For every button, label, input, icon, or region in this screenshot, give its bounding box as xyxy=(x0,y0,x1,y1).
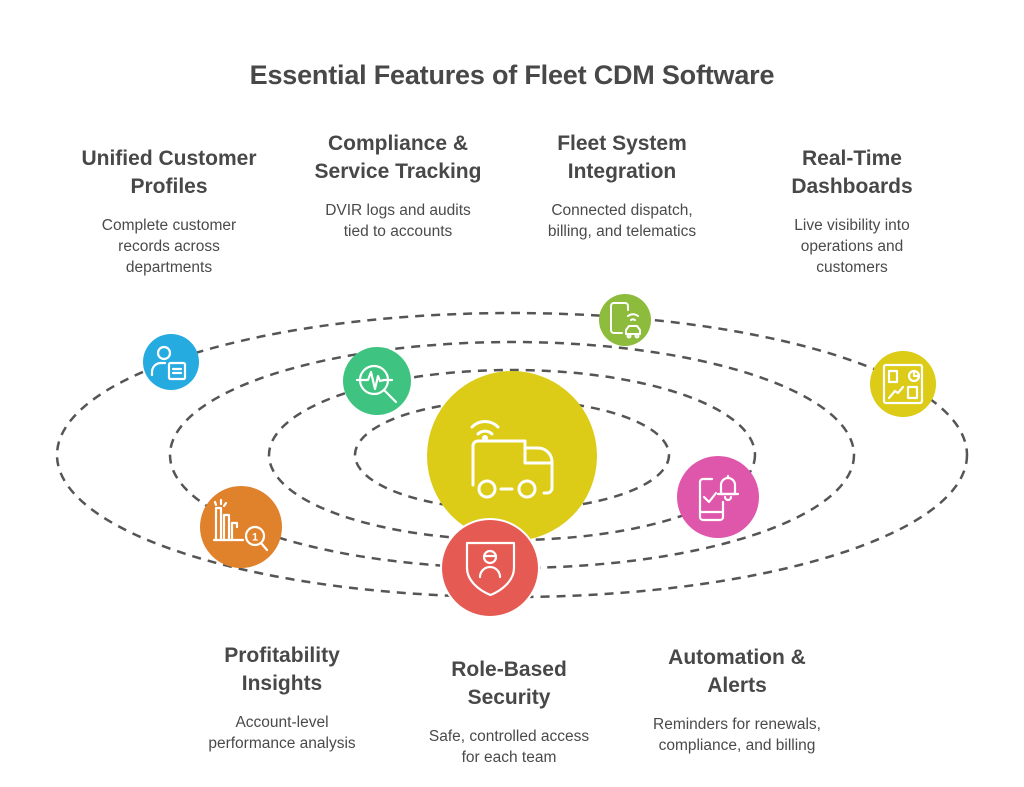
feature-title: Real-Time Dashboards xyxy=(791,147,913,198)
feature-title: Fleet System Integration xyxy=(557,132,687,183)
feature-compliance-service-tracking: Compliance & Service Tracking DVIR logs … xyxy=(288,130,508,242)
bar-chart-search-icon: 1 xyxy=(212,498,269,552)
feature-node-compliance-service-tracking xyxy=(343,347,411,415)
feature-title: Compliance & Service Tracking xyxy=(314,132,482,183)
feature-node-automation-alerts xyxy=(677,456,759,538)
feature-role-based-security: Role-Based Security Safe, controlled acc… xyxy=(399,656,619,768)
feature-node-real-time-dashboards xyxy=(870,351,936,417)
feature-description: Live visibility into operations and cust… xyxy=(794,217,910,276)
dashboard-icon xyxy=(882,363,924,405)
feature-node-fleet-system-integration xyxy=(599,294,651,346)
page-title: Essential Features of Fleet CDM Software xyxy=(249,60,775,90)
feature-node-role-based-security xyxy=(440,518,540,618)
phone-connected-car-icon xyxy=(610,302,641,339)
feature-unified-customer-profiles: Unified Customer Profiles Complete custo… xyxy=(58,145,280,278)
feature-title: Unified Customer Profiles xyxy=(81,147,257,198)
center-hub xyxy=(427,371,597,541)
feature-description: Account-level performance analysis xyxy=(208,714,356,752)
phone-bell-check-icon xyxy=(698,474,740,522)
feature-title: Automation & Alerts xyxy=(668,646,806,697)
feature-description: DVIR logs and audits tied to accounts xyxy=(325,202,471,240)
feature-title: Profitability Insights xyxy=(224,644,340,695)
shield-user-icon xyxy=(465,541,516,597)
feature-description: Complete customer records across departm… xyxy=(101,217,237,276)
user-profile-icon xyxy=(150,345,187,381)
feature-real-time-dashboards: Real-Time Dashboards Live visibility int… xyxy=(742,145,962,278)
feature-node-unified-customer-profiles xyxy=(143,334,199,390)
svg-text:1: 1 xyxy=(252,532,258,544)
orbit-ring-second xyxy=(168,340,856,570)
feature-fleet-system-integration: Fleet System Integration Connected dispa… xyxy=(512,130,732,242)
feature-description: Reminders for renewals, compliance, and … xyxy=(653,716,821,754)
activity-search-icon xyxy=(355,364,398,404)
feature-profitability-insights: Profitability Insights Account-level per… xyxy=(172,642,392,754)
feature-node-profitability-insights: 1 xyxy=(200,486,282,568)
feature-description: Safe, controlled access for each team xyxy=(428,728,590,766)
feature-description: Connected dispatch, billing, and telemat… xyxy=(547,202,697,240)
feature-automation-alerts: Automation & Alerts Reminders for renewa… xyxy=(621,644,853,756)
feature-title: Role-Based Security xyxy=(451,658,567,709)
connected-truck-icon xyxy=(470,420,554,499)
